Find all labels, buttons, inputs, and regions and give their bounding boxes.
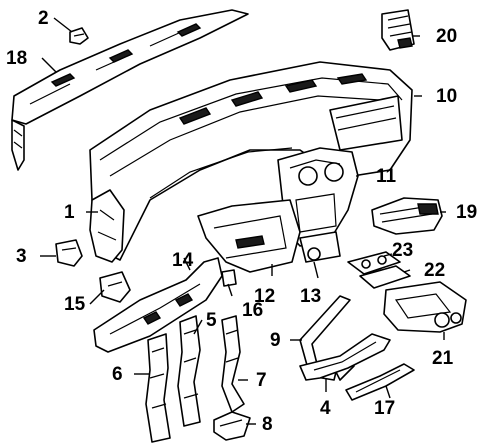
callout-16: 16: [242, 300, 263, 321]
part-15-clip: [99, 271, 131, 303]
callout-21: 21: [432, 348, 454, 369]
part-4-crossbar: [299, 333, 391, 381]
callout-numbers: 2 18 20 10 11 1 19 3 23 14 22 15 12 13 1…: [6, 8, 477, 435]
callout-22: 22: [424, 260, 445, 281]
part-8-duct: [213, 411, 251, 441]
callout-10: 10: [436, 86, 457, 107]
callout-4: 4: [320, 398, 331, 419]
callout-19: 19: [456, 202, 477, 223]
part-13-center-switch: [299, 231, 341, 263]
part-22-trim-cover: [359, 265, 411, 289]
part-2-clip: [69, 27, 89, 45]
callout-5: 5: [206, 310, 217, 331]
callout-7: 7: [256, 370, 267, 391]
callout-2: 2: [38, 8, 49, 29]
part-5-duct: [177, 315, 201, 427]
callout-9: 9: [270, 330, 281, 351]
part-20-vent: [381, 9, 415, 51]
part-18-upper-vent-panel: [11, 9, 249, 171]
part-1-end-panel: [89, 189, 125, 263]
callout-11: 11: [376, 166, 397, 187]
part-12-lower-panel: [197, 199, 301, 273]
callout-18: 18: [6, 48, 27, 69]
part-11-cluster-bezel: [277, 147, 359, 247]
part-7-duct: [221, 315, 245, 413]
callout-17: 17: [374, 398, 395, 419]
callout-3: 3: [16, 246, 27, 267]
callout-1: 1: [64, 202, 75, 223]
part-21-console: [383, 281, 467, 333]
part-3-bracket: [55, 239, 83, 267]
part-17-lower-bar: [345, 363, 415, 401]
part-16-cap: [221, 269, 237, 287]
callout-8: 8: [262, 414, 273, 435]
callout-12: 12: [254, 286, 275, 307]
callout-14: 14: [172, 250, 194, 271]
callout-13: 13: [300, 286, 321, 307]
callout-6: 6: [112, 364, 123, 385]
part-6-duct: [145, 333, 171, 443]
part-19-right-vent: [371, 197, 443, 235]
part-23-bracket: [347, 251, 401, 275]
callout-15: 15: [64, 294, 86, 315]
leader-lines: [40, 17, 446, 425]
callout-20: 20: [436, 26, 457, 47]
callout-23: 23: [392, 240, 413, 261]
part-10-instrument-panel: [89, 61, 413, 261]
